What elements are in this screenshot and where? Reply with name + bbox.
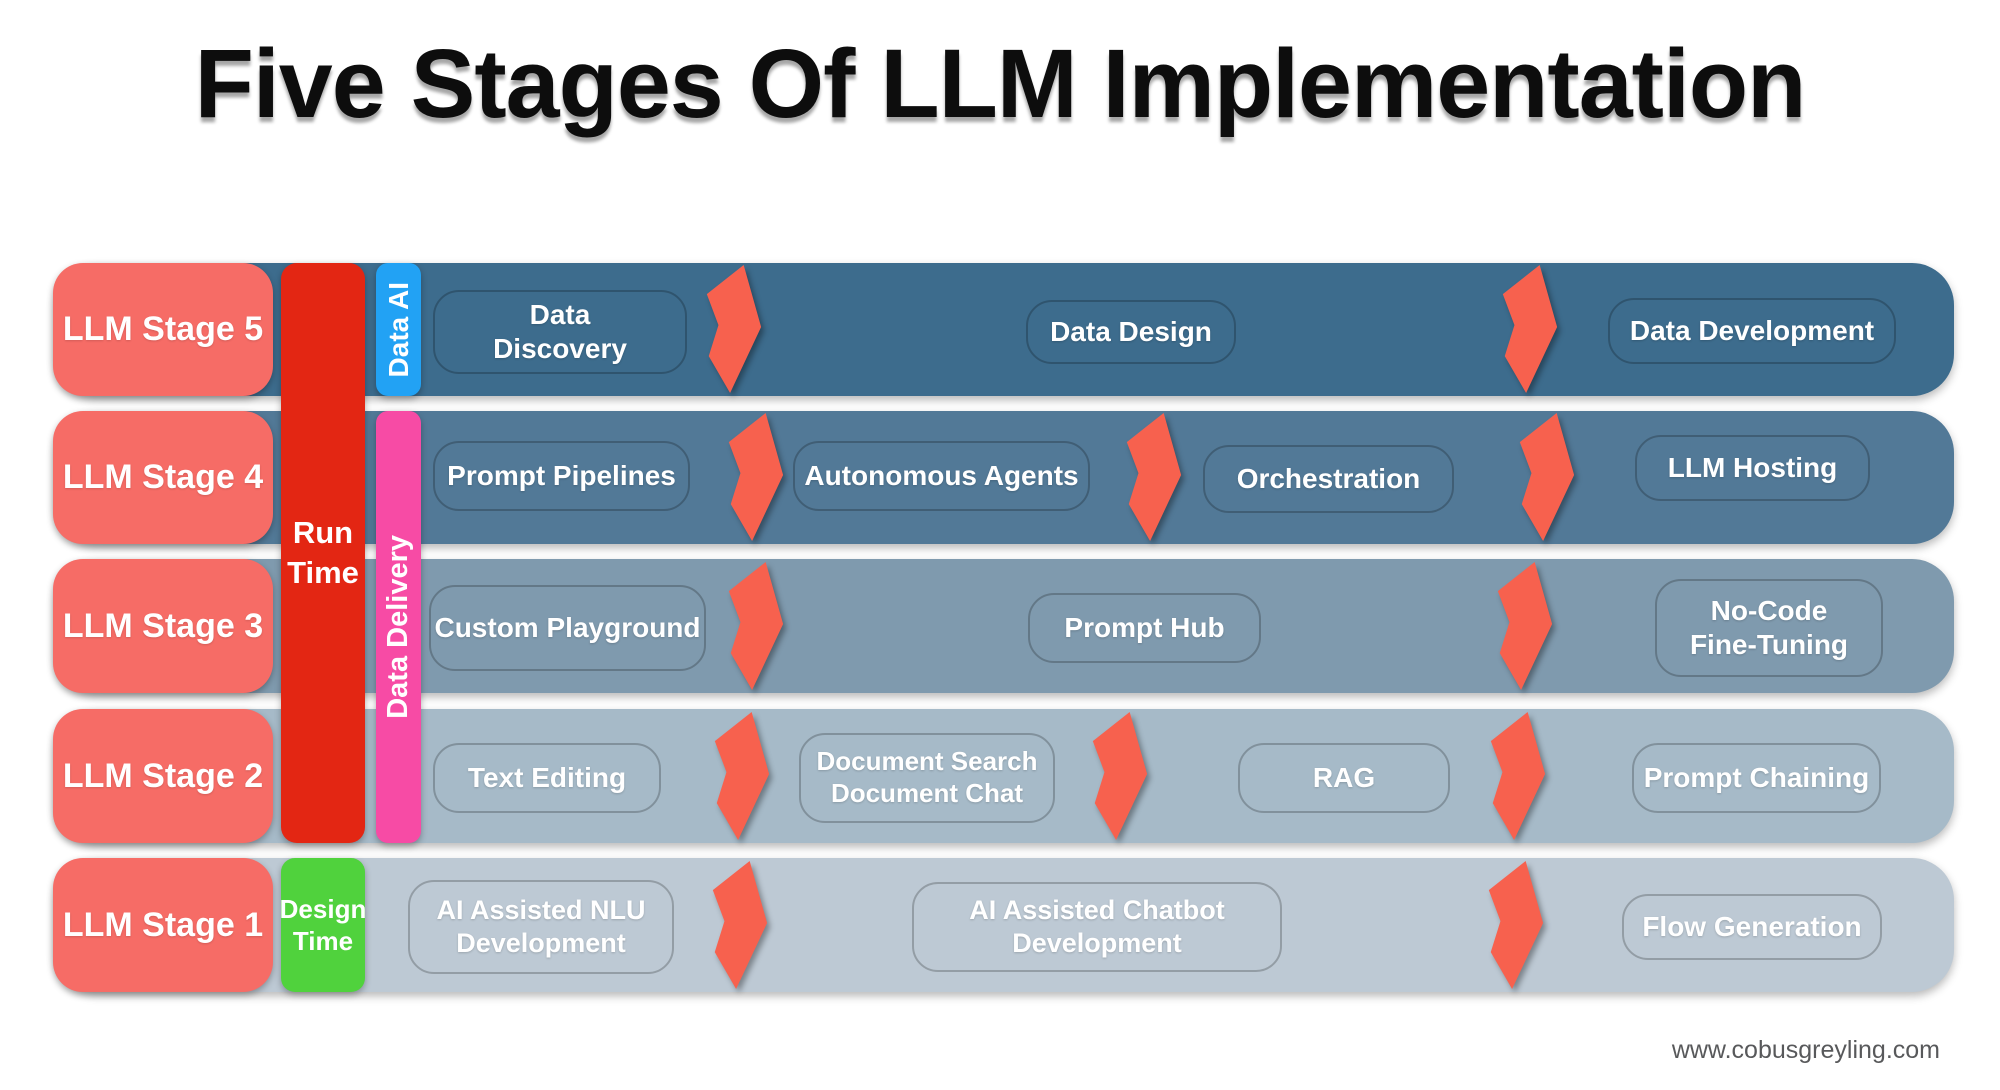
flow-arrow-icon bbox=[1482, 861, 1548, 989]
stage4-band: Prompt Pipelines Autonomous Agents Orche… bbox=[55, 411, 1954, 544]
flow-arrow-icon bbox=[700, 265, 766, 393]
stage2-label: LLM Stage 2 bbox=[53, 709, 273, 843]
flow-arrow-icon bbox=[722, 413, 788, 541]
stage5-label: LLM Stage 5 bbox=[53, 263, 273, 396]
pill-rag: RAG bbox=[1238, 743, 1450, 813]
pill-text-editing: Text Editing bbox=[433, 743, 661, 813]
pill-llm-hosting: LLM Hosting bbox=[1635, 435, 1870, 501]
pill-ai-assisted-nlu-development: AI Assisted NLU Development bbox=[408, 880, 674, 974]
website-credit: www.cobusgreyling.com bbox=[1671, 1036, 1940, 1064]
data-delivery-bar: Data Delivery bbox=[376, 411, 421, 843]
flow-arrow-icon bbox=[1491, 562, 1557, 690]
run-time-bar: Run Time bbox=[281, 263, 365, 843]
stage3-band: Custom Playground Prompt Hub No-Code Fin… bbox=[55, 559, 1954, 693]
stage4-label: LLM Stage 4 bbox=[53, 411, 273, 544]
flow-arrow-icon bbox=[706, 861, 772, 989]
flow-arrow-icon bbox=[722, 562, 788, 690]
pill-custom-playground: Custom Playground bbox=[429, 585, 706, 671]
stage5-band: Data Discovery Data Design Data Developm… bbox=[55, 263, 1954, 396]
flow-arrow-icon bbox=[1513, 413, 1579, 541]
pill-flow-generation: Flow Generation bbox=[1622, 894, 1882, 960]
pill-no-code-fine-tuning: No-Code Fine-Tuning bbox=[1655, 579, 1883, 677]
flow-arrow-icon bbox=[1496, 265, 1562, 393]
design-time-bar: Design Time bbox=[280, 858, 366, 992]
pill-data-design: Data Design bbox=[1026, 300, 1236, 364]
pill-data-development: Data Development bbox=[1608, 298, 1896, 364]
pill-prompt-pipelines: Prompt Pipelines bbox=[433, 441, 690, 511]
stage1-label: LLM Stage 1 bbox=[53, 858, 273, 992]
pill-autonomous-agents: Autonomous Agents bbox=[793, 441, 1090, 511]
flow-arrow-icon bbox=[1484, 712, 1550, 840]
pill-prompt-hub: Prompt Hub bbox=[1028, 593, 1261, 663]
page-title: Five Stages Of LLM Implementation bbox=[194, 29, 1807, 138]
pill-prompt-chaining: Prompt Chaining bbox=[1632, 743, 1881, 813]
pill-data-discovery: Data Discovery bbox=[433, 290, 687, 374]
stage3-label: LLM Stage 3 bbox=[53, 559, 273, 693]
flow-arrow-icon bbox=[708, 712, 774, 840]
pill-document-search-chat: Document Search Document Chat bbox=[799, 733, 1055, 823]
pill-ai-assisted-chatbot-development: AI Assisted Chatbot Development bbox=[912, 882, 1282, 972]
flow-arrow-icon bbox=[1086, 712, 1152, 840]
data-ai-bar: Data AI bbox=[376, 263, 421, 396]
stage2-band: Text Editing Document Search Document Ch… bbox=[55, 709, 1954, 843]
flow-arrow-icon bbox=[1120, 413, 1186, 541]
pill-orchestration: Orchestration bbox=[1203, 445, 1454, 513]
stage1-band: AI Assisted NLU Development AI Assisted … bbox=[55, 858, 1954, 992]
